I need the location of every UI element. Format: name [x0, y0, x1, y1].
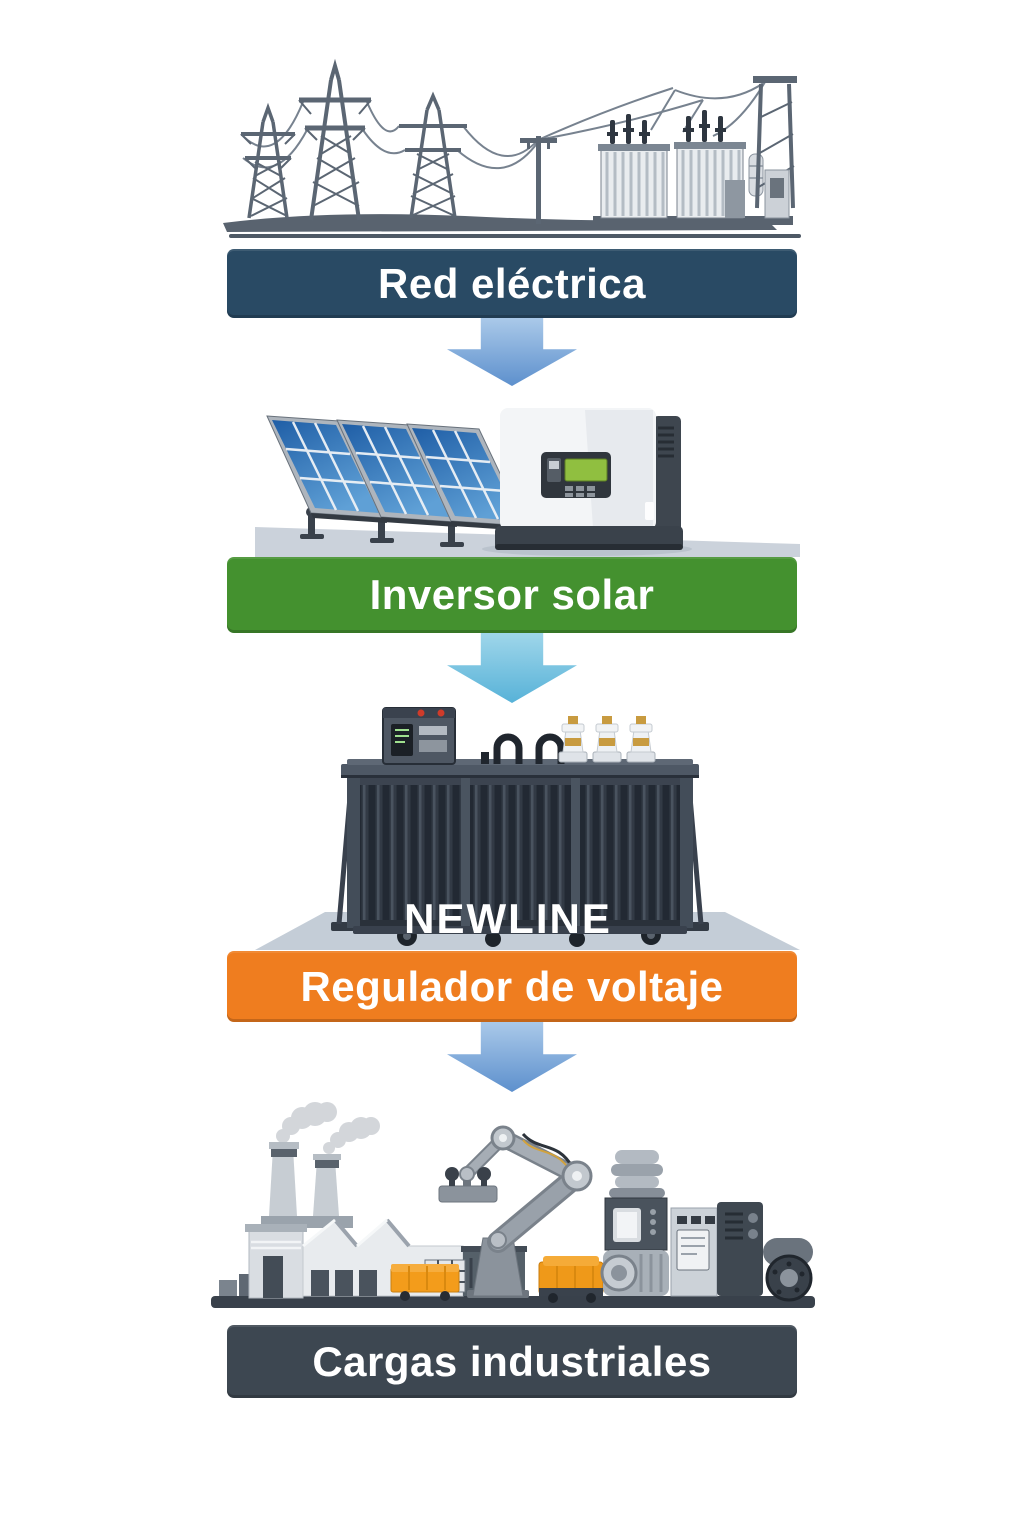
substation-cabinet — [764, 169, 790, 219]
machine-press — [600, 1150, 669, 1296]
lifting-handles — [493, 733, 565, 764]
transmission-towers — [240, 58, 467, 221]
inverter-handle — [645, 502, 654, 520]
robotic-arm — [438, 1125, 593, 1298]
down-arrow-shape — [447, 1022, 577, 1092]
substation — [593, 76, 797, 225]
voltage-regulator-illustration: NEWLINE — [255, 707, 800, 950]
substation-transformer-1 — [598, 114, 670, 219]
banner-cargas-industriales-label: Cargas industriales — [312, 1337, 712, 1385]
power-grid-illustration — [223, 58, 801, 238]
smokestacks — [261, 1142, 353, 1228]
down-arrow-icon — [447, 318, 577, 386]
banner-inversor-solar-label: Inversor solar — [369, 571, 655, 618]
down-arrow-icon — [447, 1022, 577, 1092]
banner-cargas-industriales: Cargas industriales — [227, 1325, 797, 1398]
smoke-puffs — [276, 1102, 380, 1154]
solar-panel-1 — [266, 415, 387, 523]
industrial-machines — [600, 1150, 813, 1302]
banner-regulador-de-voltaje-label: Regulador de voltaje — [300, 962, 724, 1010]
transmission-tower-medium — [399, 91, 467, 219]
utility-pole — [520, 136, 557, 224]
grid-ground — [223, 214, 801, 238]
banner-red-electrica-label: Red eléctrica — [378, 259, 646, 307]
transmission-tower-tall — [298, 58, 372, 221]
down-arrow-icon — [447, 633, 577, 703]
equipment-brand-text: NEWLINE — [404, 895, 612, 942]
bushings — [558, 716, 656, 763]
robot-gripper — [438, 1167, 498, 1203]
industrial-ground — [211, 1296, 815, 1308]
substation-box — [725, 180, 745, 218]
solar-panel-2 — [336, 419, 457, 527]
orange-cart-1 — [390, 1264, 460, 1301]
banner-red-electrica: Red eléctrica — [227, 249, 797, 318]
machine-panel — [670, 1207, 718, 1297]
banner-regulador-de-voltaje: Regulador de voltaje — [227, 951, 797, 1022]
down-arrow-shape — [447, 318, 577, 386]
solar-inverter-illustration — [255, 408, 800, 557]
inverter-unit — [495, 408, 683, 550]
industrial-loads-illustration — [211, 1102, 815, 1308]
machine-generator — [717, 1202, 813, 1302]
control-box — [382, 707, 456, 765]
down-arrow-shape — [447, 633, 577, 703]
inverter-display — [541, 452, 611, 498]
orange-cart-2 — [538, 1256, 604, 1303]
transmission-tower-small — [240, 102, 296, 219]
substation-gantry — [753, 76, 797, 209]
banner-inversor-solar: Inversor solar — [227, 557, 797, 633]
transformer-fins — [355, 778, 685, 928]
inverter-vents — [658, 426, 674, 458]
